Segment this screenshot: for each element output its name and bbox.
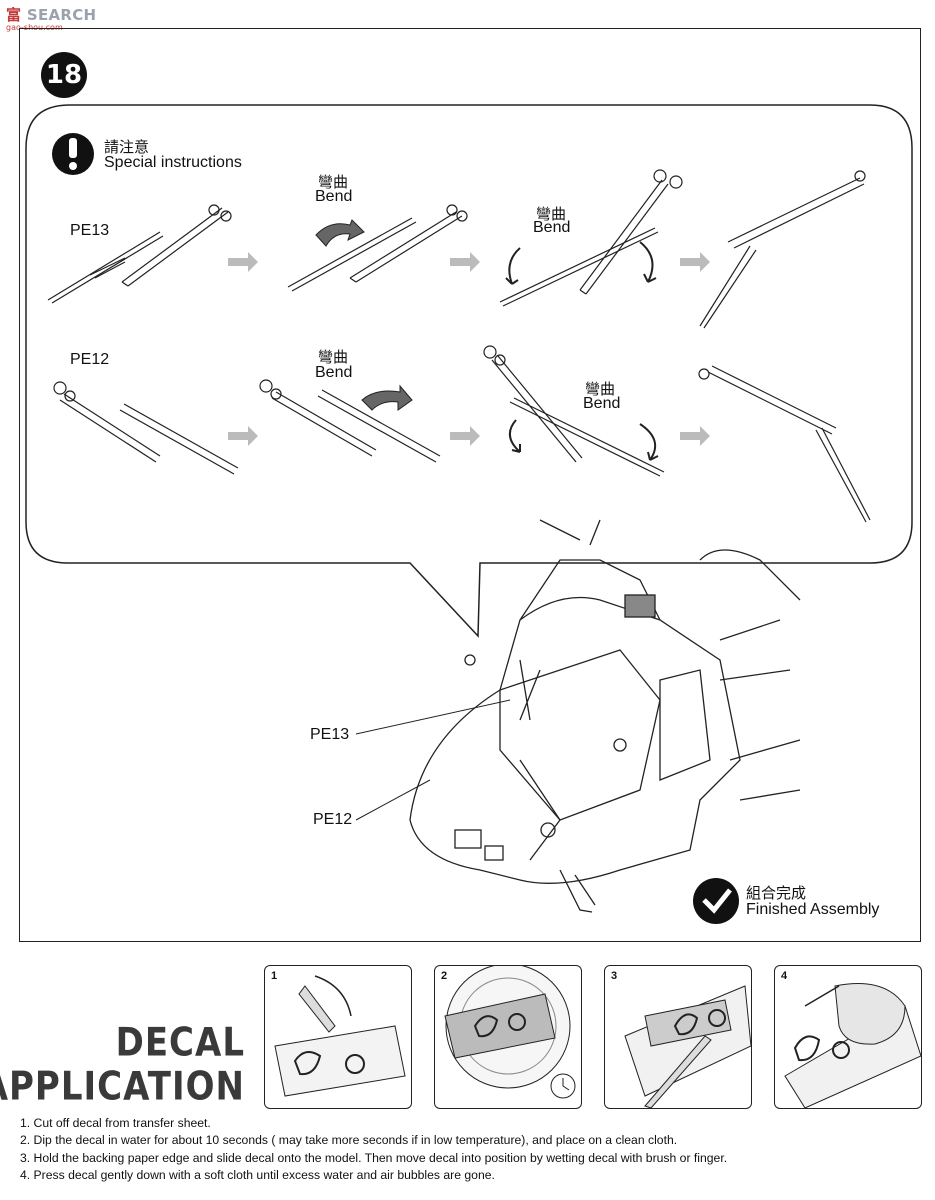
arrow-4 (228, 426, 258, 446)
watermark-sub: gao-shou.com (6, 23, 63, 32)
pe13-part-straight (47, 204, 232, 304)
pe12-part-bend1 (259, 379, 441, 463)
leader-pe12 (355, 779, 431, 821)
decal-title-line2: APPLICATION (0, 1064, 245, 1110)
bend-label-en: Bend (315, 364, 353, 381)
arrow-6 (680, 426, 710, 446)
bend-label-cn: 彎曲 (585, 380, 616, 398)
pe13-part-final (699, 170, 866, 329)
instruction-line: 3. Hold the backing paper edge and slide… (20, 1151, 728, 1165)
rotate-arrow-3 (509, 419, 521, 453)
bend-arrow-2 (361, 384, 413, 411)
bend-arrow-1 (315, 219, 365, 247)
pe13-part-bend1 (287, 204, 468, 292)
pe12-part-final (698, 365, 871, 523)
decal-panel-1: 1 (264, 965, 412, 1109)
rotate-arrow-4 (639, 423, 659, 461)
decal-panel-4: 4 (774, 965, 922, 1109)
arrow-1 (228, 252, 258, 272)
helicopter-cockpit (409, 519, 801, 913)
press-decal-illustration (784, 983, 921, 1108)
watermark-han: 富 (6, 6, 22, 24)
bend-label-cn: 彎曲 (536, 205, 567, 223)
panel-number: 1 (271, 970, 278, 982)
watermark-logo: 富 SEARCH (6, 4, 96, 25)
bend-label-en: Bend (315, 188, 353, 205)
notice-title-cn: 請注意 (104, 138, 150, 156)
bend-label-cn: 彎曲 (318, 348, 349, 366)
panel-number: 3 (611, 970, 618, 982)
bend-label-cn: 彎曲 (318, 173, 349, 191)
rotate-arrow-2 (639, 241, 657, 283)
step-frame (19, 28, 921, 942)
step-number-badge: 18 (41, 52, 87, 98)
pe12-part-bend2 (483, 345, 665, 477)
decal-panel-3: 3 (604, 965, 752, 1109)
rotate-arrow-1 (505, 247, 521, 285)
dip-decal-illustration (444, 966, 576, 1099)
arrow-5 (450, 426, 480, 446)
bend-label-en: Bend (533, 219, 571, 236)
callout-pe12: PE12 (313, 811, 353, 828)
pe12-part-straight (53, 381, 239, 475)
pe13-part-bend2 (499, 169, 683, 307)
notice-title-en: Special instructions (104, 154, 242, 171)
checkmark-icon (693, 878, 739, 924)
instruction-line: 2. Dip the decal in water for about 10 s… (20, 1133, 678, 1147)
watermark-text: SEARCH (26, 6, 97, 24)
panel-number: 2 (441, 970, 448, 982)
finished-en: Finished Assembly (746, 901, 880, 918)
decal-title-line1: DECAL (115, 1020, 245, 1066)
part-label-pe12: PE12 (70, 351, 110, 368)
finished-cn: 組合完成 (746, 884, 807, 902)
leader-pe13 (355, 699, 511, 735)
arrow-3 (680, 252, 710, 272)
bend-label-en: Bend (583, 395, 621, 412)
callout-pe13: PE13 (310, 726, 350, 743)
assembly-illustration (25, 104, 913, 924)
decal-panel-2: 2 (434, 965, 582, 1109)
cut-decal-illustration (274, 975, 406, 1097)
instruction-line: 1. Cut off decal from transfer sheet. (20, 1116, 211, 1130)
arrow-2 (450, 252, 480, 272)
panel-number: 4 (781, 970, 788, 982)
part-label-pe13: PE13 (70, 222, 110, 239)
slide-decal-illustration (624, 985, 751, 1108)
instruction-line: 4. Press decal gently down with a soft c… (20, 1168, 495, 1182)
